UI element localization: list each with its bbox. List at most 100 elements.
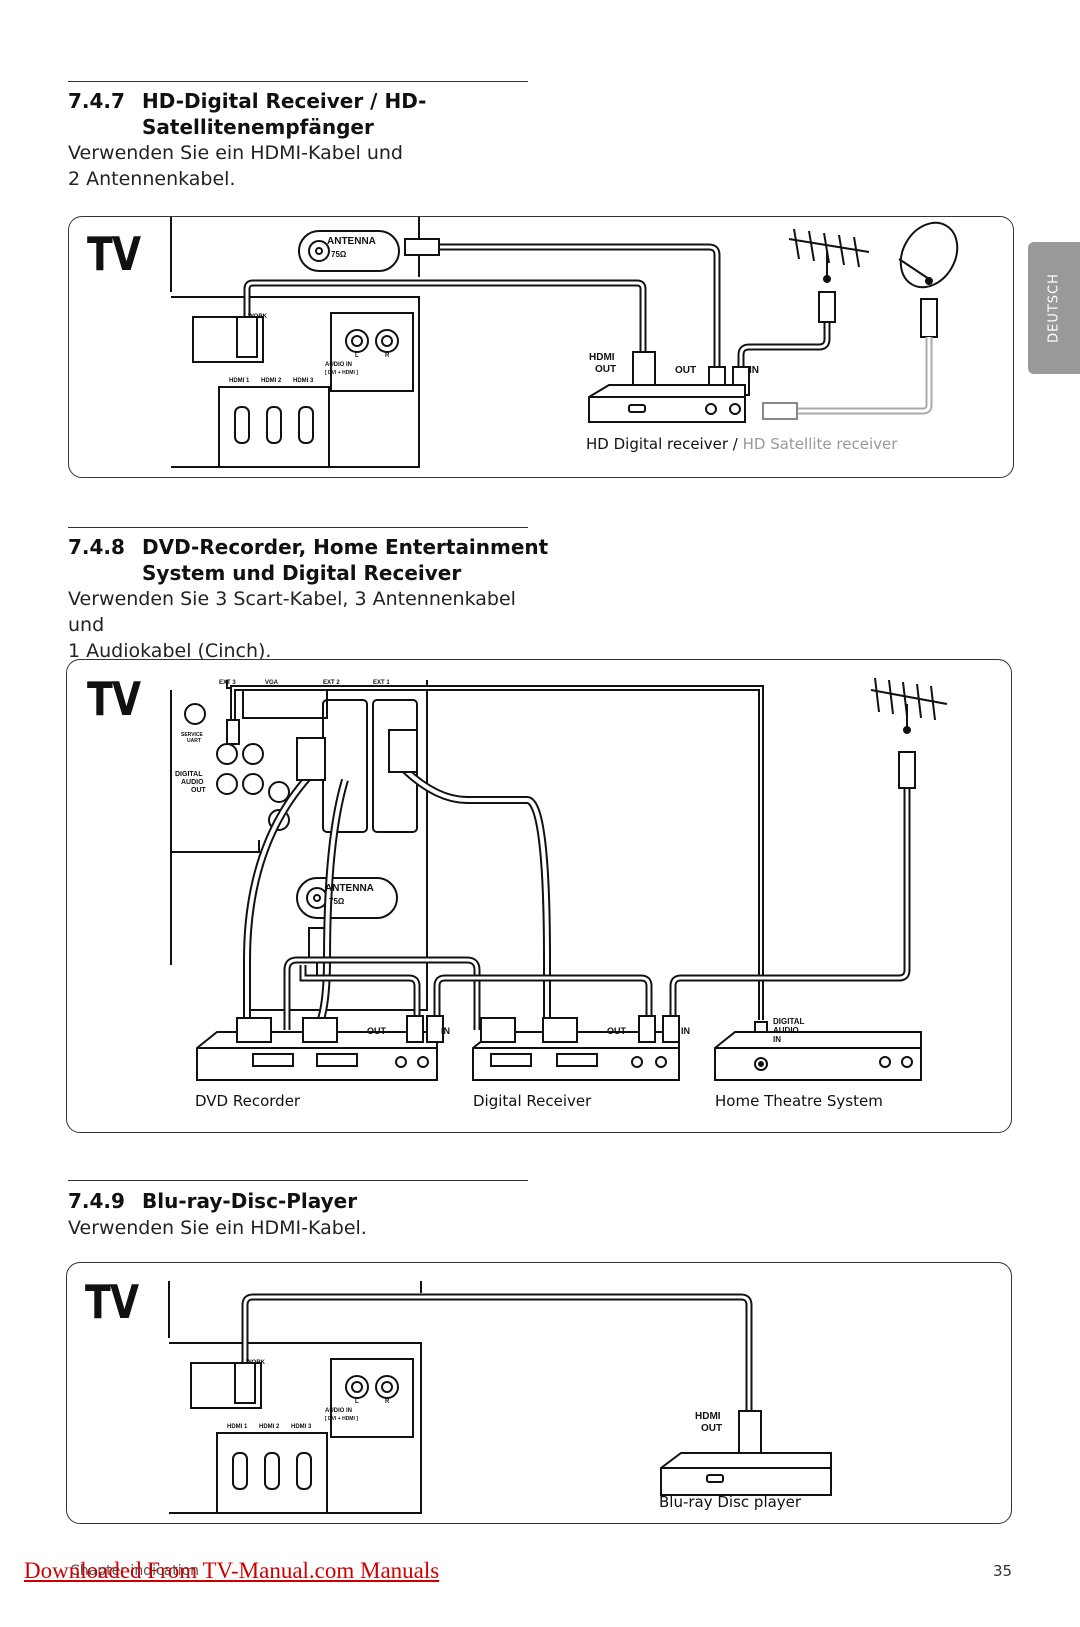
antenna-jack — [298, 230, 400, 272]
home-theatre-device — [714, 1031, 922, 1081]
section-number: 7.4.7 — [68, 89, 125, 113]
caption-digital-receiver: Digital Receiver — [473, 1092, 592, 1110]
device-hdmi-out-label: OUT — [701, 1423, 722, 1434]
satellite-dish-icon — [899, 221, 959, 289]
language-tab[interactable]: DEUTSCH — [1028, 242, 1080, 374]
hts-digital-label: DIGITAL — [773, 1017, 805, 1026]
connection-diagram: EXT 3 VGA EXT 2 EXT 1 SERVICE UART DIGIT… — [170, 677, 948, 1081]
section-text-748: Verwenden Sie 3 Scart-Kabel, 3 Antennenk… — [68, 586, 548, 664]
page-number: 35 — [993, 1562, 1013, 1580]
audio-r: R — [385, 1399, 390, 1405]
scart-port-ext2 — [322, 699, 368, 833]
hdmi-panel — [218, 386, 330, 468]
device-hdmi-label: HDMI — [589, 352, 615, 363]
dvd-out-label: OUT — [367, 1026, 387, 1036]
audio-in-label: AUDIO IN — [325, 1408, 352, 1414]
network-label: WORK — [248, 314, 268, 320]
digital-audio-out-1: DIGITAL — [175, 771, 203, 778]
caption-main: HD Digital receiver / — [586, 435, 738, 453]
audio-in-sub: [ DVI + HDMI ] — [325, 1416, 358, 1422]
connection-diagram: WORK AUDIO IN [ DVI + HDMI ] L R HDMI 1 … — [168, 1281, 832, 1514]
satellite-plug — [920, 298, 938, 338]
hdmi-plug-device — [738, 1410, 762, 1456]
language-tab-label: DEUTSCH — [1046, 273, 1062, 343]
section-text-747: Verwenden Sie ein HDMI-Kabel und 2 Anten… — [68, 140, 538, 192]
antenna-sub: 75Ω — [329, 897, 345, 906]
network-label: WORK — [246, 1360, 266, 1366]
section-text-749: Verwenden Sie ein HDMI-Kabel. — [68, 1215, 538, 1241]
caption-dvd-recorder: DVD Recorder — [195, 1092, 301, 1110]
hdmi-port-1: HDMI 1 — [229, 378, 250, 384]
chapter-indication: Chapter indication — [70, 1563, 200, 1579]
section-divider — [68, 81, 528, 82]
section-divider — [68, 527, 528, 528]
text-line1: Verwenden Sie ein HDMI-Kabel und — [68, 142, 403, 164]
figure-caption: HD Digital receiver / HD Satellite recei… — [586, 435, 897, 453]
tv-label: TV — [87, 227, 141, 281]
antenna-label: ANTENNA — [325, 883, 374, 894]
section-title-line1: DVD-Recorder, Home Entertainment — [142, 535, 549, 559]
audio-r: R — [385, 353, 390, 359]
service-label: SERVICE — [181, 732, 204, 738]
uart-label: UART — [187, 738, 201, 744]
caption-home-theatre: Home Theatre System — [715, 1092, 883, 1110]
bluray-player-device — [660, 1452, 832, 1496]
audio-in-panel — [330, 312, 414, 392]
hd-receiver-device — [588, 384, 746, 423]
vga-label: VGA — [265, 680, 279, 686]
antenna-sub: 75Ω — [331, 250, 347, 259]
hdmi-panel — [216, 1432, 328, 1514]
audio-l: L — [355, 353, 359, 359]
figure-bluray: TV WORK AUDIO IN [ DVI + HDMI ] — [66, 1262, 1012, 1524]
dvd-in-label: IN — [441, 1026, 450, 1036]
figure-hd-receiver: TV — [68, 216, 1014, 478]
hdmi-port-1: HDMI 1 — [227, 1424, 248, 1430]
ext2-label: EXT 2 — [323, 680, 340, 686]
hdmi-plug-tv — [236, 316, 258, 358]
network-port — [192, 316, 264, 363]
section-title-line1: Blu-ray-Disc-Player — [142, 1189, 358, 1213]
hdmi-port-3: HDMI 3 — [291, 1424, 312, 1430]
network-port — [190, 1362, 262, 1409]
section-title-line2: Satellitenempfänger — [142, 115, 374, 139]
hdmi-port-2: HDMI 2 — [259, 1424, 280, 1430]
audio-in-panel — [330, 1358, 414, 1438]
section-number: 7.4.9 — [68, 1189, 125, 1213]
device-hdmi-label: HDMI — [695, 1411, 721, 1422]
section-divider — [68, 1180, 528, 1181]
hdmi-port-3: HDMI 3 — [293, 378, 314, 384]
section-number: 7.4.8 — [68, 535, 125, 559]
figure-dvd-hts-receiver: TV — [66, 659, 1012, 1133]
text-line1: Verwenden Sie ein HDMI-Kabel. — [68, 1217, 367, 1239]
section-title-line1: HD-Digital Receiver / HD- — [142, 89, 427, 113]
tv-label: TV — [85, 1275, 139, 1329]
hts-audio-label: AUDIO — [773, 1026, 799, 1035]
receiver-out-label: OUT — [607, 1026, 627, 1036]
antenna-jack — [296, 877, 398, 919]
audio-l: L — [355, 1399, 359, 1405]
section-title-line2: System und Digital Receiver — [142, 561, 462, 585]
device-hdmi-out-label: OUT — [595, 364, 616, 375]
antenna-label: ANTENNA — [327, 236, 376, 247]
connection-diagram: ANTENNA 75Ω WORK AUDIO IN [ DVI + HDMI ]… — [170, 217, 959, 468]
section-heading-747: 7.4.7 HD-Digital Receiver / HD- Satellite… — [68, 88, 426, 140]
digital-audio-out-2: AUDIO — [181, 779, 204, 786]
receiver-in-label: IN — [681, 1026, 690, 1036]
tv-label: TV — [87, 672, 141, 726]
hts-in-label: IN — [773, 1035, 781, 1044]
device-in-label: IN — [749, 365, 759, 376]
text-line2: 2 Antennenkabel. — [68, 168, 236, 190]
hdmi-port-2: HDMI 2 — [261, 378, 282, 384]
caption-bluray: Blu-ray Disc player — [659, 1493, 802, 1511]
audio-in-label: AUDIO IN — [325, 362, 352, 368]
text-line2: 1 Audiokabel (Cinch). — [68, 640, 272, 662]
audio-in-sub: [ DVI + HDMI ] — [325, 370, 358, 376]
ext3-label: EXT 3 — [219, 680, 236, 686]
device-out-label: OUT — [675, 365, 696, 376]
hdmi-plug-tv — [234, 1362, 256, 1404]
section-heading-748: 7.4.8 DVD-Recorder, Home Entertainment Sy… — [68, 534, 548, 586]
digital-audio-out-3: OUT — [191, 787, 207, 794]
text-line1: Verwenden Sie 3 Scart-Kabel, 3 Antennenk… — [68, 588, 516, 636]
caption-grey: HD Satellite receiver — [742, 435, 898, 453]
download-source-link[interactable]: Downloaded From TV-Manual.com Manuals — [24, 1558, 440, 1583]
